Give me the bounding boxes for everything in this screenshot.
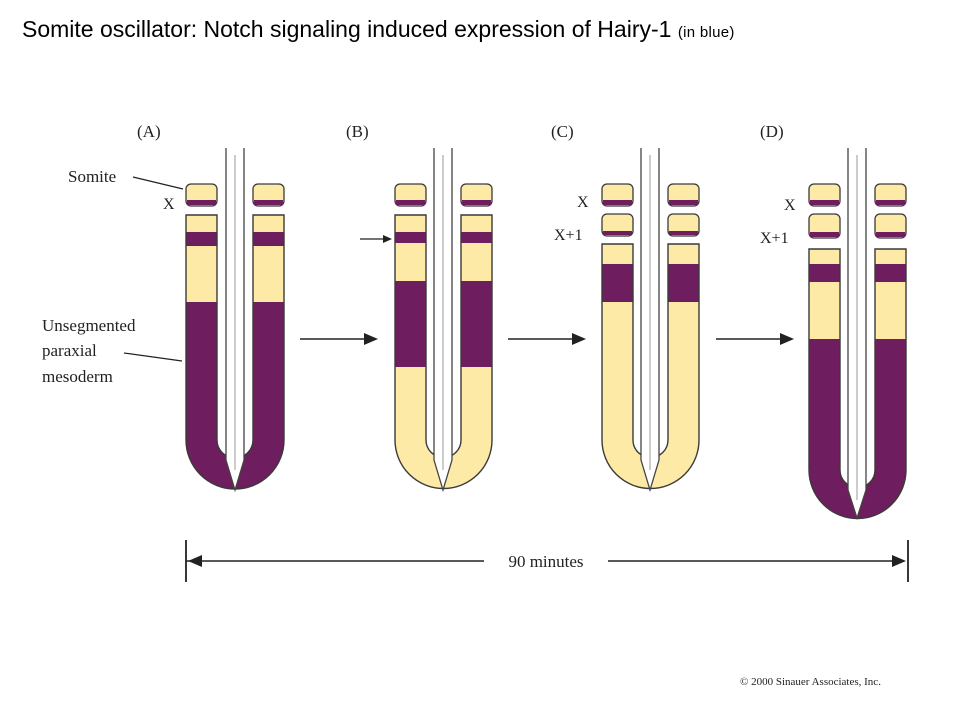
panel-b-label: (B) [346,122,369,141]
timeline-bar: 90 minutes [185,540,909,582]
psm-label-line3: mesoderm [42,367,113,386]
panel-c-psm [601,243,700,490]
panel-c-x-label: X [577,194,589,211]
panel-c: (C) X X+1 [551,122,700,493]
panel-d: (D) X X+1 [760,122,907,521]
panel-b-pointer-arrow [360,235,392,243]
panel-a-label: (A) [137,122,161,141]
title-note: (in blue) [677,24,735,41]
slide-title: Somite oscillator: Notch signaling induc… [22,16,735,43]
panel-b-somites [394,183,493,207]
panel-d-x-label: X [784,197,796,214]
title-main: Somite oscillator: Notch signaling induc… [22,16,672,42]
somite-annotation: Somite [68,167,184,190]
panel-d-label: (D) [760,122,784,141]
panel-a-x-label: X [163,196,175,213]
transition-arrow-a-b [300,333,378,345]
panel-a: (A) [137,122,285,493]
duration-label: 90 minutes [508,552,583,571]
panel-a-psm [185,214,285,490]
transition-arrow-c-d [716,333,794,345]
panel-a-somites [185,183,285,207]
panel-b-psm [394,214,493,490]
panel-b: (B) [346,122,493,493]
panel-d-x1-label: X+1 [760,230,789,247]
panel-d-somites [808,183,907,239]
psm-annotation: Unsegmented paraxial mesoderm [42,316,183,386]
copyright-notice: © 2000 Sinauer Associates, Inc. [740,676,881,688]
panel-c-label: (C) [551,122,574,141]
psm-label-line1: Unsegmented [42,316,136,335]
somite-label: Somite [68,167,116,186]
panel-c-x1-label: X+1 [554,227,583,244]
transition-arrow-b-c [508,333,586,345]
panel-c-somites [601,183,700,237]
psm-label-line2: paraxial [42,341,97,360]
